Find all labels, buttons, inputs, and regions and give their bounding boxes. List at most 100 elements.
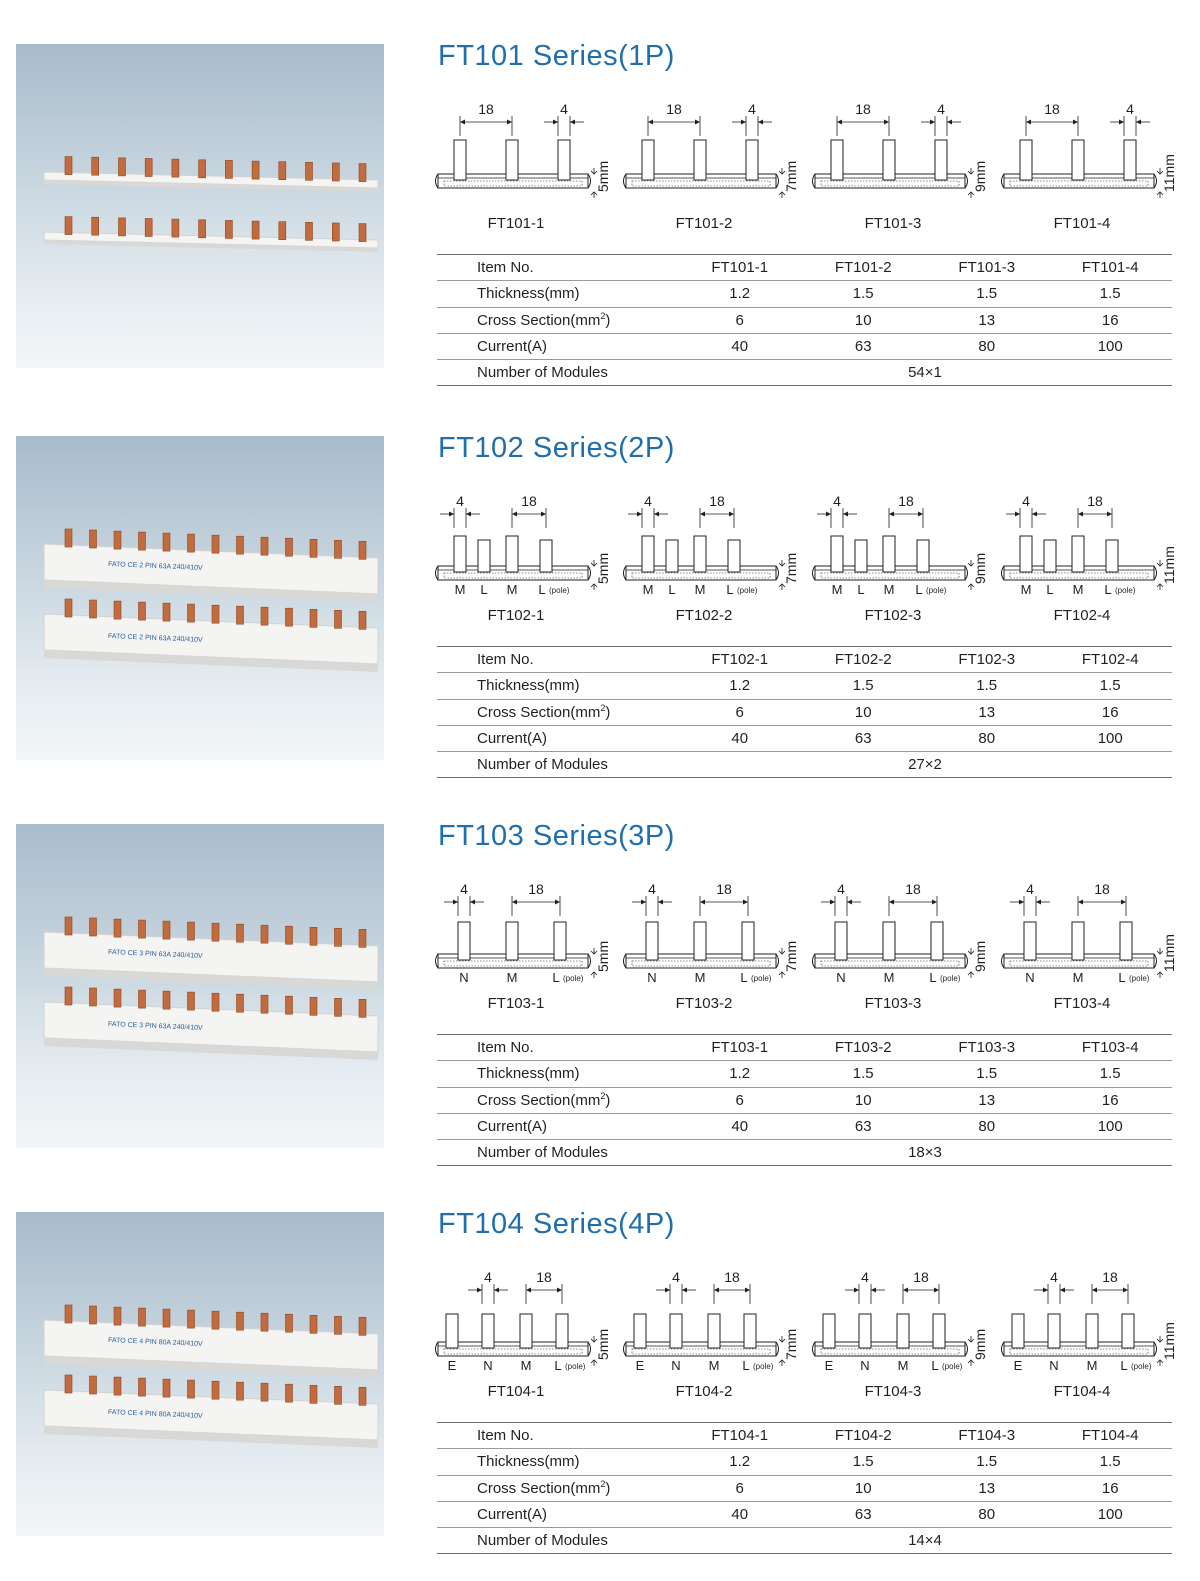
table-cell: 1.5	[924, 1060, 1049, 1088]
dimension-18: 18	[528, 881, 544, 897]
row-label: Thickness(mm)	[437, 280, 678, 308]
height-arrow	[1156, 1336, 1164, 1343]
break-mark	[775, 565, 779, 581]
variant-label: FT103-1	[487, 995, 545, 1012]
table-cell: 1.5	[1048, 280, 1172, 308]
copper-pin	[358, 1387, 367, 1406]
arrow-head	[830, 899, 852, 905]
dimension-4: 4	[833, 493, 841, 509]
row-label: Number of Modules	[437, 751, 678, 779]
dimension-18: 18	[716, 881, 732, 897]
arrow-head	[741, 119, 763, 125]
copper-pin	[305, 222, 313, 241]
pin	[557, 139, 571, 181]
height-arrow	[590, 1336, 598, 1343]
pin	[1105, 539, 1119, 573]
copper-pin	[285, 995, 293, 1015]
pole-label: M	[507, 970, 518, 985]
height-dimension: 7mm	[783, 941, 799, 972]
height-arrow	[967, 191, 975, 198]
pin	[830, 535, 844, 573]
bar-dashed-core	[1009, 1348, 1149, 1355]
pin	[1019, 139, 1033, 181]
height-arrow	[778, 191, 786, 198]
pin	[1011, 1313, 1025, 1349]
pole-label: L	[915, 582, 922, 597]
row-label-text: Cross Section(mm	[477, 1480, 601, 1498]
pin	[505, 921, 519, 961]
copper-pin	[113, 600, 122, 620]
table-cell: FT103-2	[801, 1033, 925, 1062]
copper-pin	[260, 606, 269, 626]
pin	[743, 1313, 757, 1349]
break-mark	[435, 1341, 439, 1357]
pole-label: L	[742, 1358, 749, 1373]
copper-pin	[236, 1311, 244, 1331]
copper-pin	[171, 158, 180, 178]
pin	[932, 1313, 946, 1349]
copper-pin	[334, 540, 342, 559]
busbar-edge	[44, 1356, 378, 1378]
table-cell: 1.5	[1048, 1448, 1172, 1476]
pin	[453, 139, 467, 181]
table-cell: 1.5	[1048, 1060, 1172, 1088]
superscript: 2	[600, 1479, 606, 1490]
bar-dashed-core	[443, 572, 583, 579]
modules-value: 54×1	[677, 359, 1172, 387]
pole-suffix: (pole)	[926, 586, 947, 595]
pole-label: L	[480, 582, 487, 597]
pin	[930, 921, 944, 961]
variant-label: FT103-4	[1053, 995, 1111, 1012]
pin	[1023, 921, 1037, 961]
height-arrow	[590, 560, 598, 567]
pole-label: M	[1073, 970, 1084, 985]
dimension-4: 4	[672, 1269, 680, 1285]
series-title: FT104 Series(4P)	[438, 1208, 675, 1240]
height-dimension: 11mm	[1161, 1322, 1177, 1360]
copper-pin	[144, 158, 153, 177]
copper-pin	[334, 1386, 342, 1405]
pin	[505, 139, 519, 181]
pin	[505, 535, 519, 573]
busbar-edge	[44, 240, 378, 252]
copper-pin	[358, 223, 367, 242]
pin	[1071, 921, 1085, 961]
dimension-4: 4	[644, 493, 652, 509]
copper-pin	[144, 218, 153, 237]
table-cell: 80	[924, 1113, 1049, 1141]
height-arrow	[778, 1359, 786, 1366]
series-title: FT102 Series(2P)	[438, 432, 675, 464]
row-label-close: )	[605, 704, 611, 722]
break-mark	[587, 565, 591, 581]
table-cell: 1.2	[677, 1060, 802, 1088]
copper-pin	[236, 923, 244, 943]
copper-pin	[64, 916, 73, 936]
copper-pin	[64, 1304, 73, 1324]
table-cell: 16	[1048, 1475, 1172, 1502]
table-cell: 1.5	[801, 1448, 925, 1476]
table-cell: FT104-4	[1048, 1421, 1172, 1450]
pin	[834, 921, 848, 961]
table-cell: 1.5	[801, 1060, 925, 1088]
height-arrow	[1156, 948, 1164, 955]
break-mark	[775, 953, 779, 969]
break-mark	[623, 953, 627, 969]
dimension-18: 18	[478, 101, 494, 117]
row-label-text: Cross Section(mm	[477, 312, 601, 330]
copper-pin	[260, 1382, 269, 1402]
bar-dashed-core	[820, 1348, 960, 1355]
row-label: Item No.	[437, 1033, 678, 1062]
pin	[822, 1313, 836, 1349]
copper-pin	[64, 1374, 73, 1394]
copper-pin	[162, 920, 171, 940]
dimension-18: 18	[855, 101, 871, 117]
